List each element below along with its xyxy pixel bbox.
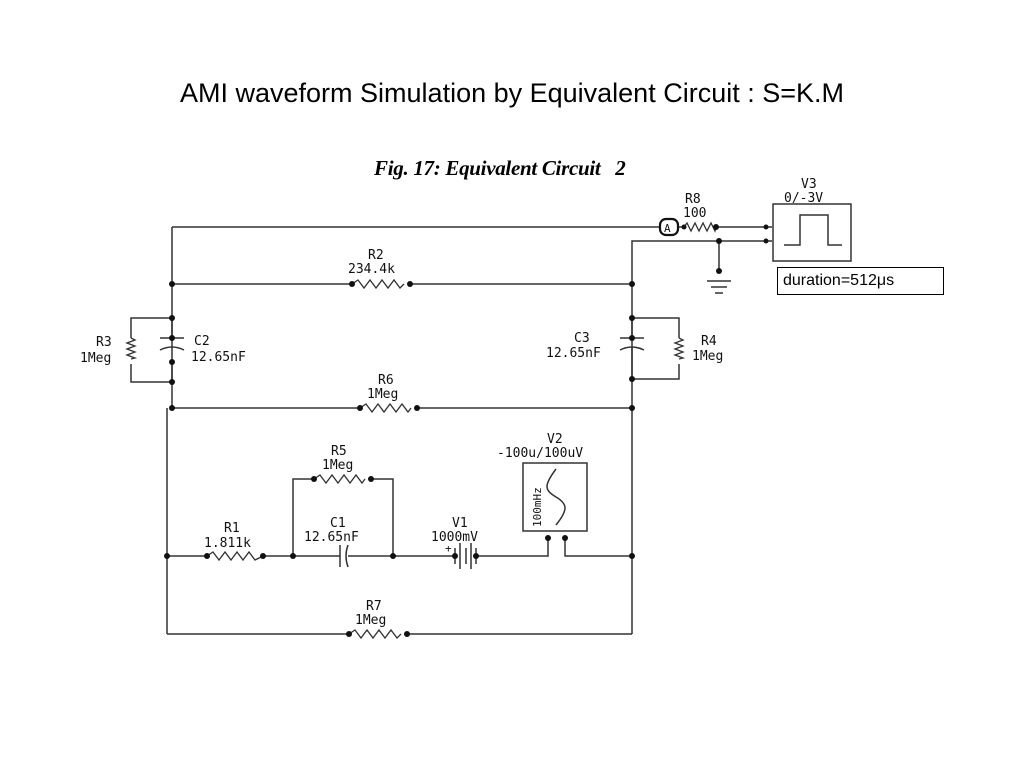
resistor-r2 — [351, 278, 405, 290]
v2-frequency: 100mHz — [531, 487, 544, 527]
figure-caption: Fig. 17: Equivalent Circuit 2 — [374, 156, 626, 180]
ground-icon — [707, 280, 731, 294]
wires — [130, 226, 772, 635]
resistor-r4 — [673, 337, 686, 360]
resistor-r1 — [206, 550, 264, 562]
r6-name: R6 — [378, 373, 394, 388]
v3-name: V3 — [801, 177, 817, 192]
slide-title: AMI waveform Simulation by Equivalent Ci… — [180, 78, 844, 108]
c3-name: C3 — [574, 331, 590, 346]
duration-annotation: duration=512μs — [777, 267, 944, 295]
resistor-r3 — [125, 337, 138, 360]
v3-value: 0/-3V — [784, 191, 823, 206]
r5-value: 1Meg — [322, 458, 353, 473]
r5-name: R5 — [331, 444, 347, 459]
r3-name: R3 — [96, 335, 112, 350]
c3-value: 12.65nF — [546, 346, 601, 361]
v1-value: 1000mV — [431, 530, 478, 545]
capacitor-c1 — [339, 544, 349, 568]
r2-value: 234.4k — [348, 262, 395, 277]
c2-value: 12.65nF — [191, 350, 246, 365]
c2-name: C2 — [194, 334, 210, 349]
r2-name: R2 — [368, 248, 384, 263]
v1-name: V1 — [452, 516, 468, 531]
junction-dots — [164, 224, 769, 637]
r4-value: 1Meg — [692, 349, 723, 364]
resistors — [125, 221, 717, 640]
ac-source-v2: 100mHz — [522, 462, 588, 532]
r3-value: 1Meg — [80, 351, 111, 366]
r1-value: 1.811k — [204, 536, 251, 551]
r1-name: R1 — [224, 521, 240, 536]
resistor-r8 — [683, 221, 717, 233]
r8-value: 100 — [683, 206, 706, 221]
svg-text:A: A — [664, 222, 671, 235]
r8-name: R8 — [685, 192, 701, 207]
resistor-r5 — [313, 473, 366, 485]
v2-value: -100u/100uV — [497, 446, 583, 461]
r7-name: R7 — [366, 599, 382, 614]
r6-value: 1Meg — [367, 387, 398, 402]
component-labels: R8 100 V3 0/-3V R2 234.4k R3 1Meg C2 12.… — [80, 177, 823, 628]
resistor-r6 — [359, 402, 412, 414]
r4-name: R4 — [701, 334, 717, 349]
probe-a: A — [658, 217, 680, 237]
resistor-r7 — [348, 628, 402, 640]
v2-name: V2 — [547, 432, 563, 447]
r7-value: 1Meg — [355, 613, 386, 628]
c1-value: 12.65nF — [304, 530, 359, 545]
v1-polarity: + — [445, 542, 452, 555]
pulse-source-v3 — [772, 203, 852, 262]
c1-name: C1 — [330, 516, 346, 531]
